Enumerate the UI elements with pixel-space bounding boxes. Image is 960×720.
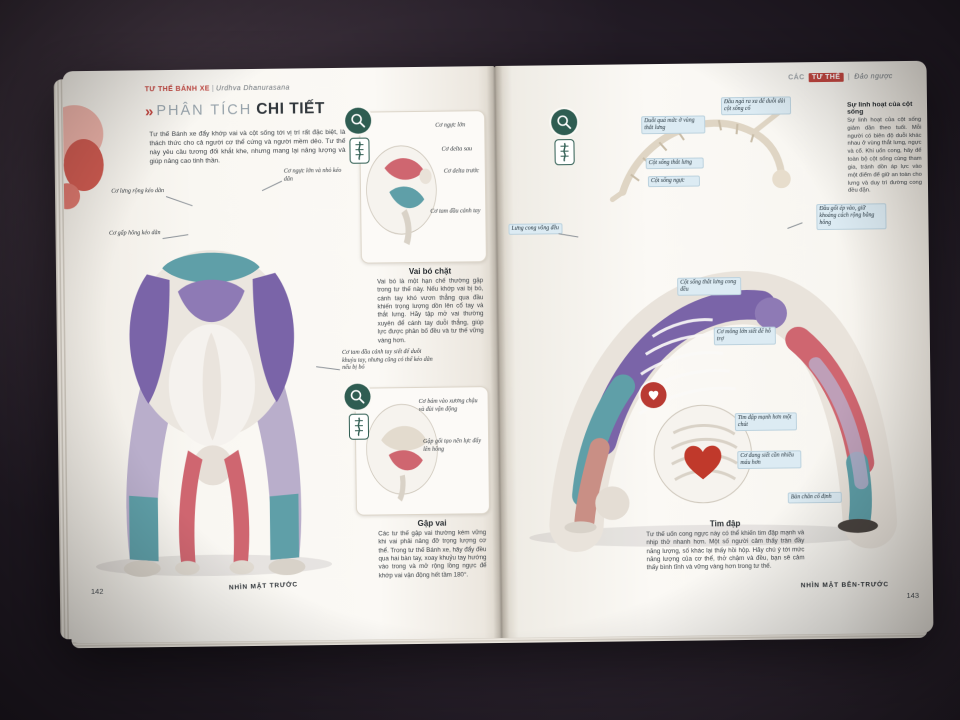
- spine-icon: [349, 137, 370, 164]
- figure-label: Cơ lưng rộng kéo dãn: [111, 188, 165, 195]
- callout-body: Các tư thế gập vai thường kém vững khi v…: [378, 529, 487, 580]
- callout-body: Tư thế uốn cong ngực này có thể khiến ti…: [646, 529, 805, 572]
- callout-shoulders: Vai bó chặt Vai bó là một hạn chế thường…: [377, 266, 484, 345]
- magnifier-icon: [345, 107, 372, 134]
- title-chevron: »: [144, 103, 154, 121]
- header-section-light: CÁC: [788, 74, 805, 82]
- callout-title: Tim đập: [709, 519, 741, 529]
- inset-label: Cơ delta trước: [443, 168, 480, 175]
- view-label: NHÌN MẶT TRƯỚC: [228, 581, 299, 592]
- figure-label: Đầu gối ép vào, giữ khoảng cách rộng bằn…: [816, 203, 887, 230]
- side-view-figure: [529, 271, 898, 553]
- spine-note-body: Sự linh hoạt của cột sống giảm dần theo …: [847, 116, 922, 195]
- header-category: Đảo ngược: [854, 73, 893, 81]
- skeleton-label: Cột sống thắt lưng: [645, 157, 704, 170]
- page-number: 142: [90, 586, 104, 596]
- front-view-figure: [96, 250, 333, 577]
- inset-label: Bàn chân cố định: [787, 491, 842, 504]
- callout-heart: Tim đập Tư thế uốn cong ngực này có thể …: [646, 518, 805, 573]
- heart-pulse-icon: [640, 381, 667, 409]
- intro-paragraph: Tư thế Bánh xe đẩy khớp vai và cột sống …: [149, 128, 346, 166]
- spine-note-title: Sự linh hoạt của cột sống: [846, 100, 913, 116]
- inset-label: Cơ đang siết cần nhiều máu hơn: [737, 450, 802, 470]
- callout-title: Gập vai: [417, 518, 447, 528]
- skeleton-label: Đầu ngả ra xa để duỗi dài cột sống cổ: [720, 96, 792, 116]
- left-page: TƯ THẾ BÁNH XE|Urdhva Dhanurasana »PHÂN …: [62, 66, 502, 644]
- right-page-header: CÁC TƯ THẾ | Đảo ngược: [788, 72, 893, 83]
- callout-body: Vai bó là một hạn chế thường gặp trong t…: [377, 277, 484, 344]
- magnifier-icon: [344, 383, 371, 410]
- callout-shoulder-flexion: Gập vai Các tư thế gập vai thường kém vữ…: [378, 518, 487, 580]
- skeleton-label: Cột sống ngực: [647, 175, 700, 188]
- page-number: 143: [906, 590, 920, 601]
- title-light-part: PHÂN TÍCH: [156, 101, 253, 120]
- inset-label: Cơ tam đầu cánh tay: [430, 208, 481, 215]
- magnifier-icon: [551, 109, 578, 136]
- figure-label: Cơ mông lớn siết để hỗ trợ: [713, 326, 776, 346]
- skeleton-label: Duỗi quá mức ở vùng thắt lưng: [641, 115, 706, 135]
- figure-label: Cột sống thắt lưng cong đều: [677, 277, 742, 297]
- heart-inset-figure: [653, 404, 753, 504]
- header-separator: |: [847, 73, 851, 81]
- header-pose-name: TƯ THẾ BÁNH XE: [144, 85, 210, 94]
- spine-icon: [554, 139, 575, 166]
- spine-icon: [348, 413, 370, 440]
- book: TƯ THẾ BÁNH XE|Urdhva Dhanurasana »PHÂN …: [53, 60, 934, 649]
- figure-label: Cơ ngực lớn và nhỏ kéo dãn: [283, 167, 342, 183]
- inset-label: Cơ bám vào xương chậu và đùi vận động: [418, 398, 478, 413]
- inset-label: Gập gối tạo nên lực đẩy lên hông: [423, 438, 482, 453]
- figure-label: Lưng cong võng đều: [508, 223, 563, 236]
- header-section-title: TƯ THẾ: [808, 72, 844, 83]
- figure-label: Cơ gấp hông kéo dãn: [108, 230, 161, 237]
- inset-label: Tim đập mạnh hơn một chút: [734, 412, 797, 432]
- arm-annotation: Cơ tam đầu cánh tay siết để duỗi khuỷu t…: [341, 348, 433, 371]
- header-separator: |: [211, 85, 215, 93]
- spine-note: Sự linh hoạt của cột sống Sự linh hoạt c…: [847, 101, 922, 196]
- callout-title: Vai bó chặt: [408, 266, 452, 277]
- header-sanskrit-name: Urdhva Dhanurasana: [216, 84, 290, 93]
- inset-label: Cơ delta sau: [441, 146, 473, 153]
- title-bold-part: CHI TIẾT: [256, 100, 325, 118]
- left-page-header: TƯ THẾ BÁNH XE|Urdhva Dhanurasana: [145, 85, 290, 94]
- inset-label: Cơ ngực lớn: [435, 122, 466, 129]
- right-page: CÁC TƯ THẾ | Đảo ngược Sự linh hoạt của …: [494, 60, 934, 638]
- hip-inset-figure: [366, 403, 438, 502]
- shoulder-inset-figure: [366, 145, 437, 246]
- view-label: NHÌN MẶT BÊN-TRƯỚC: [800, 581, 889, 590]
